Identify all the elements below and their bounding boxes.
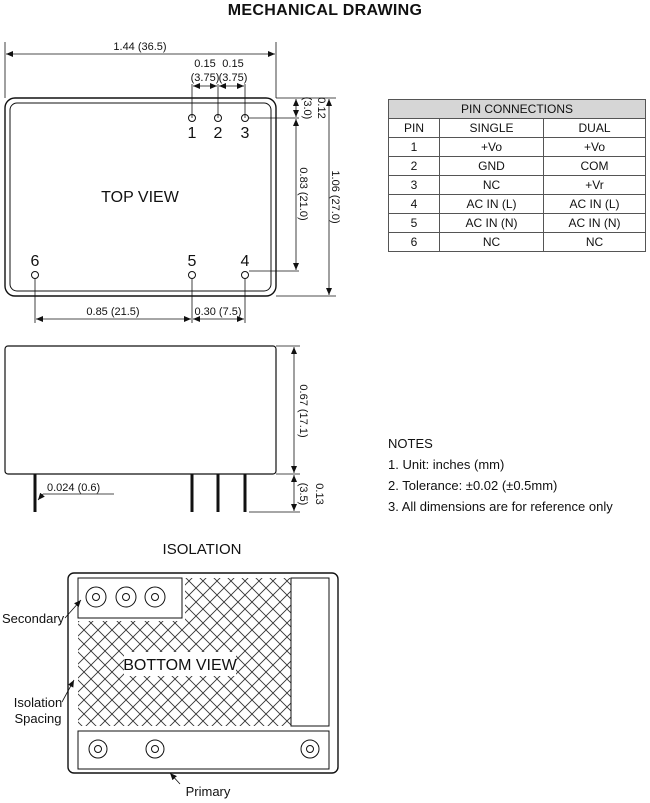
primary-label: Primary (186, 784, 231, 799)
isolation-text: BOTTOM VIEW Secondary Isolation Spacing … (2, 611, 238, 799)
dim-pin-length-inch: 0.13 (313, 483, 325, 504)
dim-top-offset-inch: 0.12 (315, 97, 327, 118)
column-header-single: SINGLE (439, 118, 544, 138)
isolation-spacing-label-2: Spacing (15, 711, 62, 726)
notes-heading: NOTES (388, 436, 433, 451)
drawing-title: MECHANICAL DRAWING (227, 2, 423, 19)
dim-height: 1.06 (27.0) (329, 170, 341, 223)
cell-dual: NC (543, 232, 646, 252)
cell-single: GND (439, 156, 544, 176)
table-row: 5 AC IN (N) AC IN (N) (388, 213, 646, 233)
isolation-spacing-label-1: Isolation (14, 695, 62, 710)
note-item: 1. Unit: inches (mm) (388, 457, 505, 472)
side-view (4, 345, 300, 513)
dim-top-offset-mm: (3.0) (301, 97, 313, 120)
pin-label-4: 4 (241, 253, 250, 270)
cell-pin: 6 (388, 232, 440, 252)
dim-pitch-b-mm: (3.75) (219, 72, 248, 84)
pin-label-2: 2 (214, 125, 223, 142)
table-row: 1 +Vo +Vo (388, 137, 646, 157)
column-header-dual: DUAL (543, 118, 646, 138)
isolation-title: ISOLATION (162, 541, 242, 558)
note-item: 2. Tolerance: ±0.02 (±0.5mm) (388, 478, 558, 493)
notes-block: NOTES 1. Unit: inches (mm) 2. Tolerance:… (388, 433, 613, 517)
table-row: 6 NC NC (388, 232, 646, 252)
column-header-pin: PIN (388, 118, 440, 138)
note-item: 3. All dimensions are for reference only (388, 499, 613, 514)
cell-single: NC (439, 232, 544, 252)
pin-connections-table: PIN CONNECTIONS PIN SINGLE DUAL 1 +Vo +V… (388, 99, 646, 252)
side-view-text: 0.67 (17.1) 0.024 (0.6) 0.13 (3.5) (47, 384, 325, 505)
table-row: 2 GND COM (388, 156, 646, 176)
pin-table-header: PIN SINGLE DUAL (388, 118, 646, 138)
top-view (4, 42, 336, 323)
cell-dual: COM (543, 156, 646, 176)
pin-table-title: PIN CONNECTIONS (388, 99, 646, 119)
cell-single: +Vo (439, 137, 544, 157)
cell-pin: 3 (388, 175, 440, 195)
dim-width: 1.44 (36.5) (113, 41, 166, 53)
cell-dual: AC IN (L) (543, 194, 646, 214)
pin-label-5: 5 (188, 253, 197, 270)
cell-single: NC (439, 175, 544, 195)
dim-pin-diameter: 0.024 (0.6) (47, 482, 100, 494)
dim-body-height: 0.67 (17.1) (297, 384, 309, 437)
table-row: 3 NC +Vr (388, 175, 646, 195)
dim-pin5-pin4: 0.30 (7.5) (194, 306, 241, 318)
cell-pin: 4 (388, 194, 440, 214)
dim-pin-length-mm: (3.5) (297, 483, 309, 506)
cell-pin: 5 (388, 213, 440, 233)
dim-pitch-a-inch: 0.15 (194, 58, 215, 70)
dim-pin6-pin5: 0.85 (21.5) (86, 306, 139, 318)
cell-dual: AC IN (N) (543, 213, 646, 233)
bottom-view-label: BOTTOM VIEW (123, 657, 237, 674)
cell-single: AC IN (N) (439, 213, 544, 233)
cell-dual: +Vr (543, 175, 646, 195)
cell-pin: 1 (388, 137, 440, 157)
dim-pitch-b-inch: 0.15 (222, 58, 243, 70)
cell-dual: +Vo (543, 137, 646, 157)
secondary-label: Secondary (2, 611, 65, 626)
pin-label-6: 6 (31, 253, 40, 270)
dim-pin-row-spacing: 0.83 (21.0) (297, 167, 309, 220)
top-view-label: TOP VIEW (101, 189, 180, 206)
top-view-text: 1.44 (36.5) 0.15 0.15 (3.75) (3.75) 1 2 … (31, 41, 341, 318)
isolation-diagram (61, 572, 339, 785)
cell-pin: 2 (388, 156, 440, 176)
pin-label-1: 1 (188, 125, 197, 142)
pin-label-3: 3 (241, 125, 250, 142)
dim-pitch-a-mm: (3.75) (191, 72, 220, 84)
cell-single: AC IN (L) (439, 194, 544, 214)
table-row: 4 AC IN (L) AC IN (L) (388, 194, 646, 214)
